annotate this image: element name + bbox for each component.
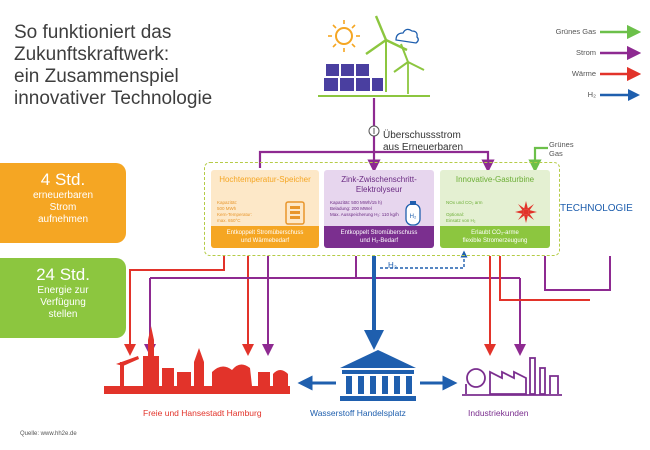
technology-label: TECHNOLOGIE bbox=[560, 203, 633, 214]
heat-storage-details: Kapazität: 500 MWh Kern-Temperatur: max.… bbox=[217, 200, 253, 223]
heat-storage-footer: Entkoppelt Stromüberschuss und Wärmebeda… bbox=[211, 226, 319, 248]
badge-4-hours: 4 Std. erneuerbaren Strom aufnehmen bbox=[0, 163, 126, 243]
gas-turbine-card: Innovative-Gasturbine NOx und CO₂ arm Op… bbox=[440, 170, 550, 248]
electrolyser-card: Zink-Zwischenschritt- Elektrolyseur Kapa… bbox=[324, 170, 434, 248]
gas-turbine-details: NOx und CO₂ arm Optional: Einsatz von H₂ bbox=[446, 200, 483, 223]
electrolyser-footer: Entkoppelt Stromüberschuss und H₂-Bedarf bbox=[324, 226, 434, 248]
hamburg-skyline-icon bbox=[104, 326, 290, 394]
surplus-power-label: Überschussstrom aus Erneuerbaren bbox=[383, 130, 464, 153]
legend-heat: Wärme bbox=[571, 69, 596, 78]
solar-panel-icon bbox=[318, 64, 430, 97]
heat-storage-icon bbox=[285, 201, 305, 225]
renewables-illustration bbox=[318, 15, 430, 97]
hydrogen-hub-building-icon bbox=[340, 350, 416, 401]
electrolyser-title: Zink-Zwischenschritt- Elektrolyseur bbox=[341, 175, 417, 194]
cloud-icon bbox=[395, 28, 419, 44]
hamburg-caption: Freie und Hansestadt Hamburg bbox=[143, 408, 262, 418]
hydrogen-flow-label: H₂ bbox=[388, 261, 397, 270]
legend-green-gas: Grünes Gas bbox=[555, 27, 596, 36]
legend-power: Strom bbox=[575, 48, 596, 57]
gas-turbine-footer: Erlaubt CO₂-arme flexible Stromerzeugung bbox=[440, 226, 550, 248]
page-title: So funktioniert das Zukunftskraftwerk: e… bbox=[14, 22, 213, 109]
badge-24-hours: 24 Std. Energie zur Verfügung stellen bbox=[0, 258, 126, 338]
wind-turbine-icon bbox=[365, 15, 425, 94]
source-credit: Quelle: www.hh2e.de bbox=[20, 431, 77, 437]
legend-hydrogen: H₂ bbox=[587, 90, 596, 99]
green-gas-input-label: Grünes Gas bbox=[549, 140, 574, 158]
industry-icon bbox=[462, 357, 562, 396]
industry-caption: Industriekunden bbox=[468, 408, 529, 418]
hydrogen-tank-label: H₂ bbox=[410, 214, 417, 220]
hub-caption: Wasserstoff Handelsplatz bbox=[310, 408, 406, 418]
sun-icon bbox=[328, 20, 360, 52]
hydrogen-tank-icon: H₂ bbox=[405, 201, 421, 226]
electrolyser-details: Kapazität: 500 MWh/15 h) Beladung: 200 M… bbox=[330, 200, 399, 217]
turbine-icon bbox=[515, 201, 537, 223]
technology-box bbox=[204, 162, 560, 256]
heat-storage-card: Hochtemperatur-Speicher Kapazität: 500 M… bbox=[211, 170, 319, 248]
